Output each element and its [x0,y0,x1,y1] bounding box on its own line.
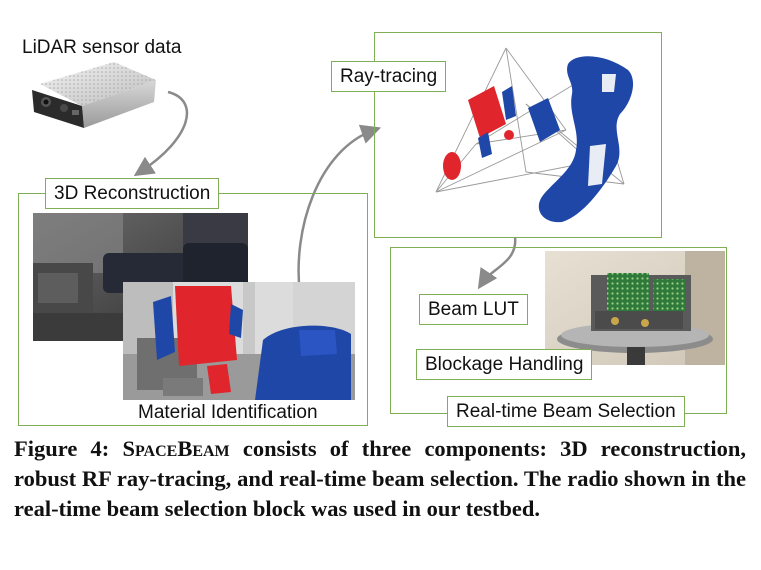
arrow-raytracing-to-beamselection [477,236,517,290]
blockage-handling-label: Blockage Handling [416,349,593,380]
caption-prefix: Figure 4: [14,436,123,461]
material-identification-label: Material Identification [138,402,318,423]
raytracing-visual [376,34,660,236]
flow-arrows [133,90,517,295]
arrow-reconstruction-to-raytracing [297,124,382,295]
caption-text: consists of three components: 3D reconst… [14,436,746,521]
reconstruction-title: 3D Reconstruction [45,178,220,209]
figure-caption: Figure 4: SpaceBeam consists of three co… [14,434,746,524]
caption-system-name: SpaceBeam [122,436,230,461]
lidar-sensor-image [28,58,160,136]
raytracing-block [374,32,662,238]
arrow-sensor-to-reconstruction [133,90,189,177]
material-identification-image [123,282,355,400]
beam-selection-title: Real-time Beam Selection [447,396,685,427]
lidar-sensor-label: LiDAR sensor data [22,37,182,58]
beam-lut-label: Beam LUT [419,294,528,325]
radio-testbed-image [545,251,725,365]
raytracing-title: Ray-tracing [331,61,447,92]
